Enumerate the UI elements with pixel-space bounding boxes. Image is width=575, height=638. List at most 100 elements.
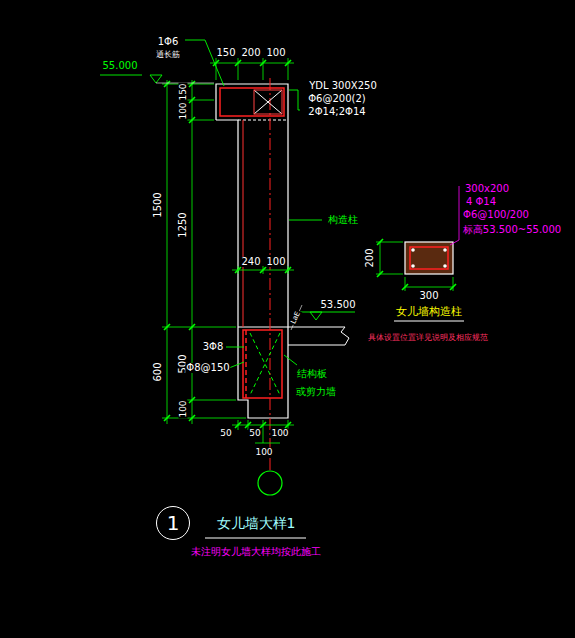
dimension: 300 [418, 291, 439, 301]
dimension-ticks [235, 60, 241, 66]
rebar [220, 88, 284, 116]
beam-note: 2Φ14;2Φ14 [307, 107, 366, 117]
dimension-ticks [189, 397, 195, 403]
rebar-note: Φ8@150 [185, 363, 230, 373]
dimension: 100 [265, 257, 286, 267]
dimension: 1500 [153, 191, 163, 218]
dimension-ticks [260, 267, 266, 273]
leader-lines [150, 75, 162, 83]
drawing-caption: 未注明女儿墙大样均按此施工 [190, 547, 322, 557]
level-mark: 53.500 [320, 300, 357, 310]
rebar [270, 78, 271, 470]
dimension: 100 [179, 399, 188, 418]
column-section [411, 248, 415, 252]
column-section [405, 242, 453, 274]
dimension: 50 [219, 429, 232, 438]
rebar [243, 330, 282, 398]
leader-lines [100, 75, 142, 76]
dimension-ticks [235, 267, 241, 273]
dimension-lines [210, 63, 294, 64]
dimension: 600 [153, 361, 163, 382]
dimension-lines [405, 287, 453, 288]
dimension-ticks [245, 422, 251, 428]
dimension-lines [238, 58, 239, 80]
dimension-lines [162, 58, 453, 443]
section-note: 4 Φ14 [465, 197, 497, 207]
dimension-lines [162, 327, 236, 328]
component-label: 结构板 [296, 369, 328, 379]
dimension-ticks [260, 422, 266, 428]
concrete-cross [254, 90, 282, 114]
section-note: 具体设置位置详见说明及相应规范 [367, 334, 489, 342]
dimension-ticks [377, 239, 383, 245]
slab [288, 327, 349, 345]
dimension-ticks [189, 117, 195, 123]
dimension: 100 [270, 429, 289, 438]
anchor-bars [250, 333, 280, 395]
dimension-lines [162, 84, 214, 85]
beam-note: Φ6@200(2) [307, 94, 367, 104]
rebar-note: 3Φ8 [202, 342, 225, 352]
dimension-lines [453, 277, 454, 291]
dimension-lines [216, 58, 217, 80]
leader-lines [289, 220, 322, 221]
dimension-ticks [164, 81, 170, 87]
column-section [450, 186, 459, 245]
section-note: 300x200 [464, 184, 510, 194]
rebar [220, 78, 284, 470]
dimension-lines [162, 418, 246, 419]
column-section [394, 186, 464, 321]
drawing-title: 女儿墙大样1 [216, 516, 297, 530]
concrete-cross [254, 90, 282, 114]
dimension: 150 [215, 48, 236, 58]
beam-note: YDL 300X250 [308, 81, 378, 91]
detail-bubble: 1 [156, 506, 190, 540]
dimension-lines [255, 443, 280, 444]
slab [288, 327, 349, 345]
dimension-lines [187, 400, 236, 401]
dimension: 100 [265, 48, 286, 58]
dimension-lines [405, 277, 406, 291]
leader-lines [226, 347, 244, 348]
leader-lines [185, 40, 224, 86]
leader-lines [289, 90, 300, 110]
section-title: 女儿墙构造柱 [395, 306, 463, 317]
dimension-lines [167, 80, 168, 424]
leader-lines [310, 312, 322, 320]
leader-lines [300, 312, 355, 313]
dimension-ticks [164, 415, 170, 421]
rebar [245, 330, 247, 398]
section-note: 标高53.500~55.000 [462, 225, 562, 235]
dimension-ticks [189, 415, 195, 421]
dimension-ticks [402, 284, 408, 290]
dimension-ticks [189, 81, 195, 87]
dimension-ticks [285, 267, 291, 273]
wall-outline [216, 120, 288, 418]
dimension: 240 [240, 257, 261, 267]
leader-lines [284, 355, 297, 365]
column-section [443, 264, 447, 268]
dimension-lines [263, 58, 264, 80]
concrete-cross [254, 90, 282, 114]
level-mark: 55.000 [102, 61, 139, 71]
dimension-lines [380, 242, 381, 274]
column-section [410, 247, 448, 269]
dimension-ticks [377, 271, 383, 277]
dimension-ticks [189, 324, 195, 330]
component-label: 或剪力墙 [295, 387, 337, 397]
dimension-ticks [285, 60, 291, 66]
dimension: 100 [179, 101, 188, 120]
column-section [443, 248, 447, 252]
axis-bubble [258, 471, 282, 495]
dimension-ticks [450, 284, 456, 290]
column-section [411, 264, 415, 268]
dimension-lines [288, 58, 289, 80]
component-label: 构造柱 [327, 215, 359, 225]
dimension-ticks [164, 60, 456, 428]
anchor-length: LaE [290, 310, 303, 326]
detail-number: 1 [167, 513, 180, 533]
dimension-ticks [235, 422, 241, 428]
wall-outline [238, 326, 288, 327]
